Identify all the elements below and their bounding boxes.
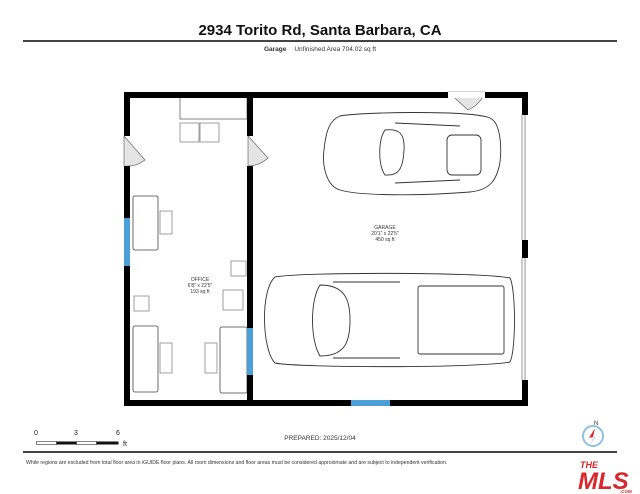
level-name: Garage bbox=[263, 46, 287, 53]
floor-summary: Garage Unfinished Area 704.02 sq ft bbox=[0, 46, 640, 53]
prepared-date: PREPARED: 2025/12/04 bbox=[284, 435, 356, 442]
svg-text:THE: THE bbox=[580, 460, 599, 470]
header-divider bbox=[23, 40, 617, 42]
room-label-office: OFFICE 6'8" x 22'5" 193 sq ft bbox=[170, 277, 230, 295]
door-swings bbox=[123, 91, 486, 167]
area-summary: Unfinished Area 704.02 sq ft bbox=[294, 46, 377, 53]
svg-text:N: N bbox=[594, 421, 598, 427]
room-label-garage: GARAGE 20'1" x 22'5" 450 sq ft bbox=[355, 225, 415, 243]
mls-logo: THE MLS .COM bbox=[578, 460, 632, 494]
room-area: 193 sq ft bbox=[190, 289, 210, 295]
compass-icon: N bbox=[582, 421, 604, 447]
scale-bar-graphic bbox=[36, 441, 119, 445]
room-name: GARAGE bbox=[374, 225, 396, 231]
disclaimer-text: While regions are excluded from total fl… bbox=[26, 460, 448, 466]
svg-text:.COM: .COM bbox=[620, 489, 632, 494]
scale-tick: 0 bbox=[34, 430, 38, 437]
garage-door bbox=[521, 115, 526, 380]
room-dimensions: 20'1" x 22'5" bbox=[371, 231, 399, 237]
room-name: OFFICE bbox=[190, 277, 210, 283]
walls bbox=[124, 92, 528, 406]
footer-divider bbox=[23, 451, 617, 453]
scale-bar: 0 3 6 ft bbox=[28, 430, 138, 450]
office-fixtures bbox=[132, 96, 248, 394]
room-dimensions: 6'8" x 22'5" bbox=[187, 283, 213, 289]
scale-tick: 3 bbox=[74, 430, 78, 437]
car-pickup-icon bbox=[264, 272, 515, 368]
svg-text:MLS: MLS bbox=[578, 468, 629, 494]
property-address-title: 2934 Torito Rd, Santa Barbara, CA bbox=[198, 22, 442, 39]
scale-unit: ft bbox=[123, 441, 127, 448]
room-area: 450 sq ft bbox=[375, 237, 395, 243]
windows bbox=[124, 218, 390, 406]
car-sedan-icon bbox=[323, 112, 502, 196]
scale-tick: 6 bbox=[116, 430, 120, 437]
floor-plan bbox=[123, 91, 528, 406]
